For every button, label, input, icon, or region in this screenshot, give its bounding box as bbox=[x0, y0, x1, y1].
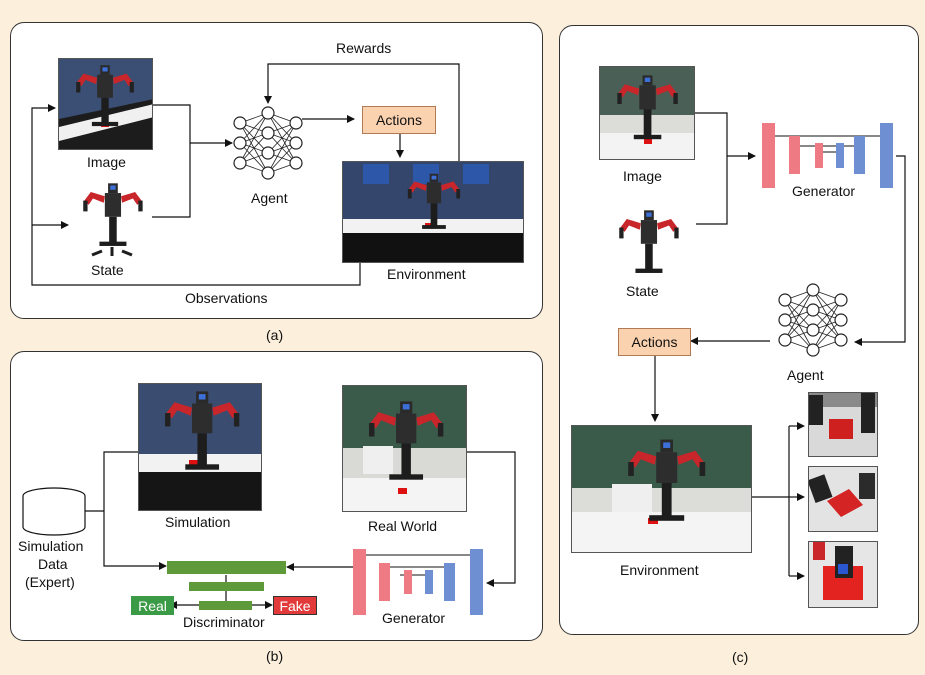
environment-label-c: Environment bbox=[620, 562, 699, 578]
caption-b: (b) bbox=[266, 648, 284, 664]
environment-photo-c bbox=[571, 425, 752, 553]
discriminator-label: Discriminator bbox=[183, 614, 265, 630]
image-photo-a bbox=[58, 58, 153, 150]
agent-label-a: Agent bbox=[251, 190, 288, 206]
real-world-photo-b bbox=[342, 385, 467, 512]
state-label-a: State bbox=[91, 262, 124, 278]
agent-network-c bbox=[778, 283, 848, 357]
image-photo-c bbox=[599, 66, 695, 160]
generator-c-bars bbox=[762, 123, 893, 188]
fake-tag: Fake bbox=[273, 596, 317, 615]
state-robot-a bbox=[72, 177, 152, 257]
agent-label-c: Agent bbox=[787, 367, 824, 383]
data-label-line1: Simulation bbox=[18, 538, 84, 554]
caption-c: (c) bbox=[732, 649, 749, 665]
image-label-a: Image bbox=[87, 154, 126, 170]
agent-network-a bbox=[233, 106, 303, 180]
generator-label-c: Generator bbox=[792, 183, 856, 199]
grasp-photo-1 bbox=[808, 392, 878, 457]
data-label-line2: Data bbox=[38, 556, 68, 572]
environment-photo-a bbox=[342, 161, 524, 263]
observations-label: Observations bbox=[185, 290, 268, 306]
actions-box-a: Actions bbox=[362, 106, 436, 134]
environment-label-a: Environment bbox=[387, 266, 466, 282]
actions-box-c: Actions bbox=[618, 328, 691, 356]
real-tag: Real bbox=[131, 596, 174, 615]
grasp-photo-3 bbox=[808, 541, 878, 608]
simulation-label: Simulation bbox=[165, 514, 231, 530]
state-label-c: State bbox=[626, 283, 659, 299]
rewards-label: Rewards bbox=[336, 40, 392, 56]
caption-a: (a) bbox=[266, 327, 284, 343]
image-label-c: Image bbox=[623, 168, 662, 184]
discriminator-bars bbox=[167, 561, 286, 610]
generator-label-b: Generator bbox=[382, 610, 446, 626]
simulation-photo bbox=[138, 383, 262, 511]
data-label-line3: (Expert) bbox=[25, 574, 75, 590]
grasp-photo-2 bbox=[808, 466, 878, 532]
generator-b-bars bbox=[353, 549, 483, 615]
state-robot-c bbox=[600, 204, 696, 284]
real-world-label: Real World bbox=[368, 518, 437, 534]
